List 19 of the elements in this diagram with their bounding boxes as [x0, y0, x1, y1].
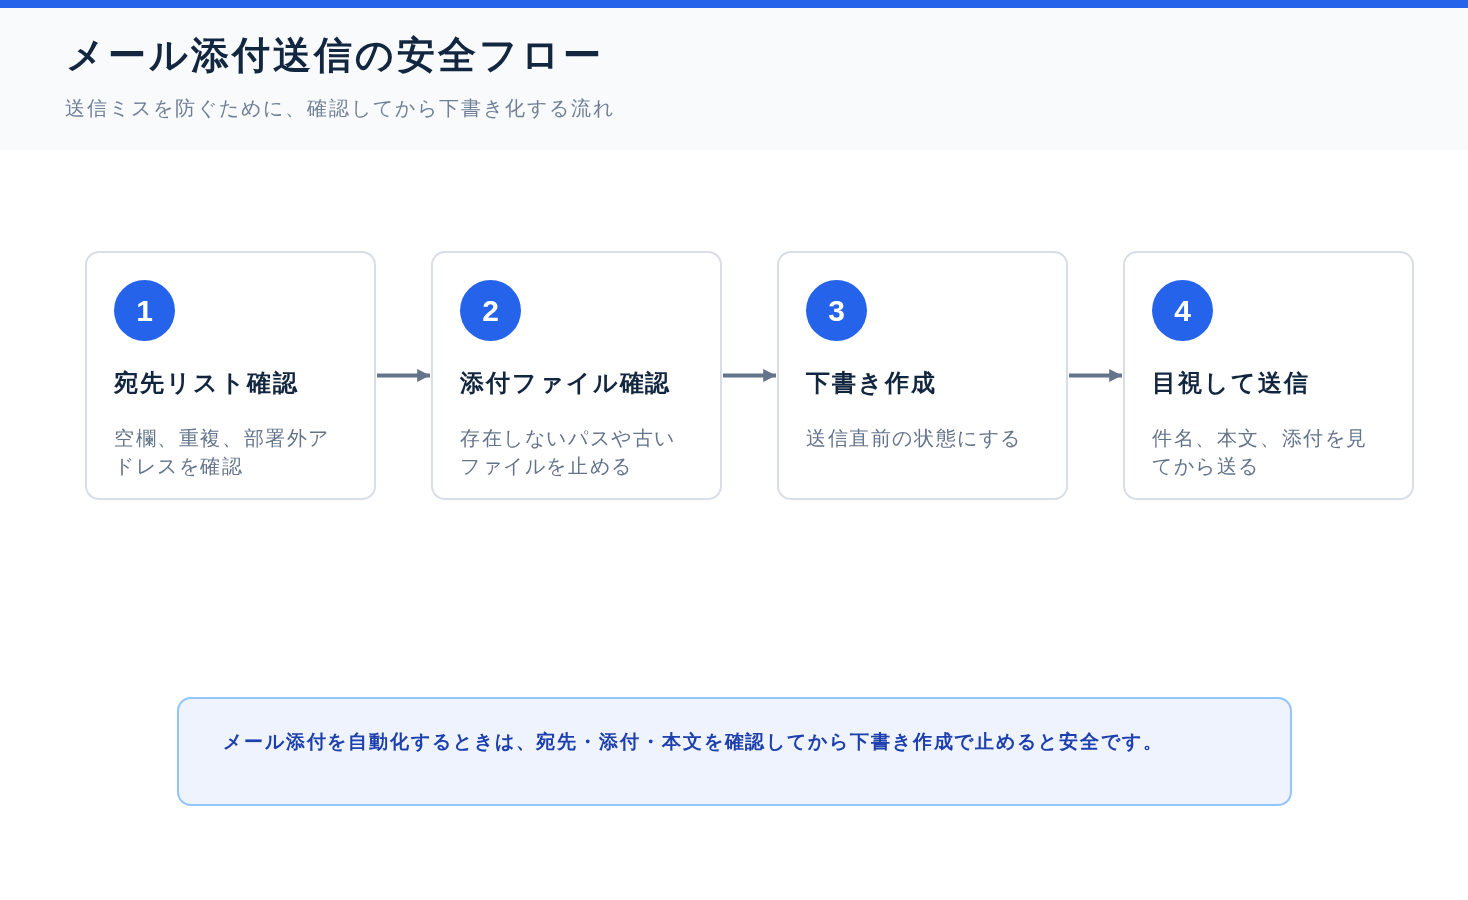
page-title: メール添付送信の安全フロー — [66, 33, 605, 78]
note-text: メール添付を自動化するときは、宛先・添付・本文を確認してから下書き作成で止めると安全です。 — [223, 730, 1165, 754]
step-heading: 宛先リスト確認 — [114, 368, 300, 398]
arrow — [377, 369, 430, 382]
step-heading: 下書き作成 — [806, 368, 938, 398]
step-description: 件名、本文、添付を見てから送る — [1152, 426, 1369, 479]
page-subtitle: 送信ミスを防ぐために、確認してから下書き化する流れ — [65, 96, 615, 121]
step-card — [777, 251, 1068, 500]
note-panel — [177, 697, 1292, 806]
step-card — [85, 251, 376, 500]
arrow — [723, 369, 776, 382]
step-card — [1123, 251, 1414, 500]
step-description: 送信直前の状態にする — [806, 426, 1023, 451]
step-heading: 添付ファイル確認 — [460, 368, 673, 398]
step-card — [431, 251, 722, 500]
step-heading: 目視して送信 — [1152, 368, 1311, 398]
step-description: 空欄、重複、部署外アドレスを確認 — [114, 426, 331, 479]
step-description: 存在しないパスや古いファイルを止める — [460, 426, 677, 479]
arrow — [1069, 369, 1122, 382]
